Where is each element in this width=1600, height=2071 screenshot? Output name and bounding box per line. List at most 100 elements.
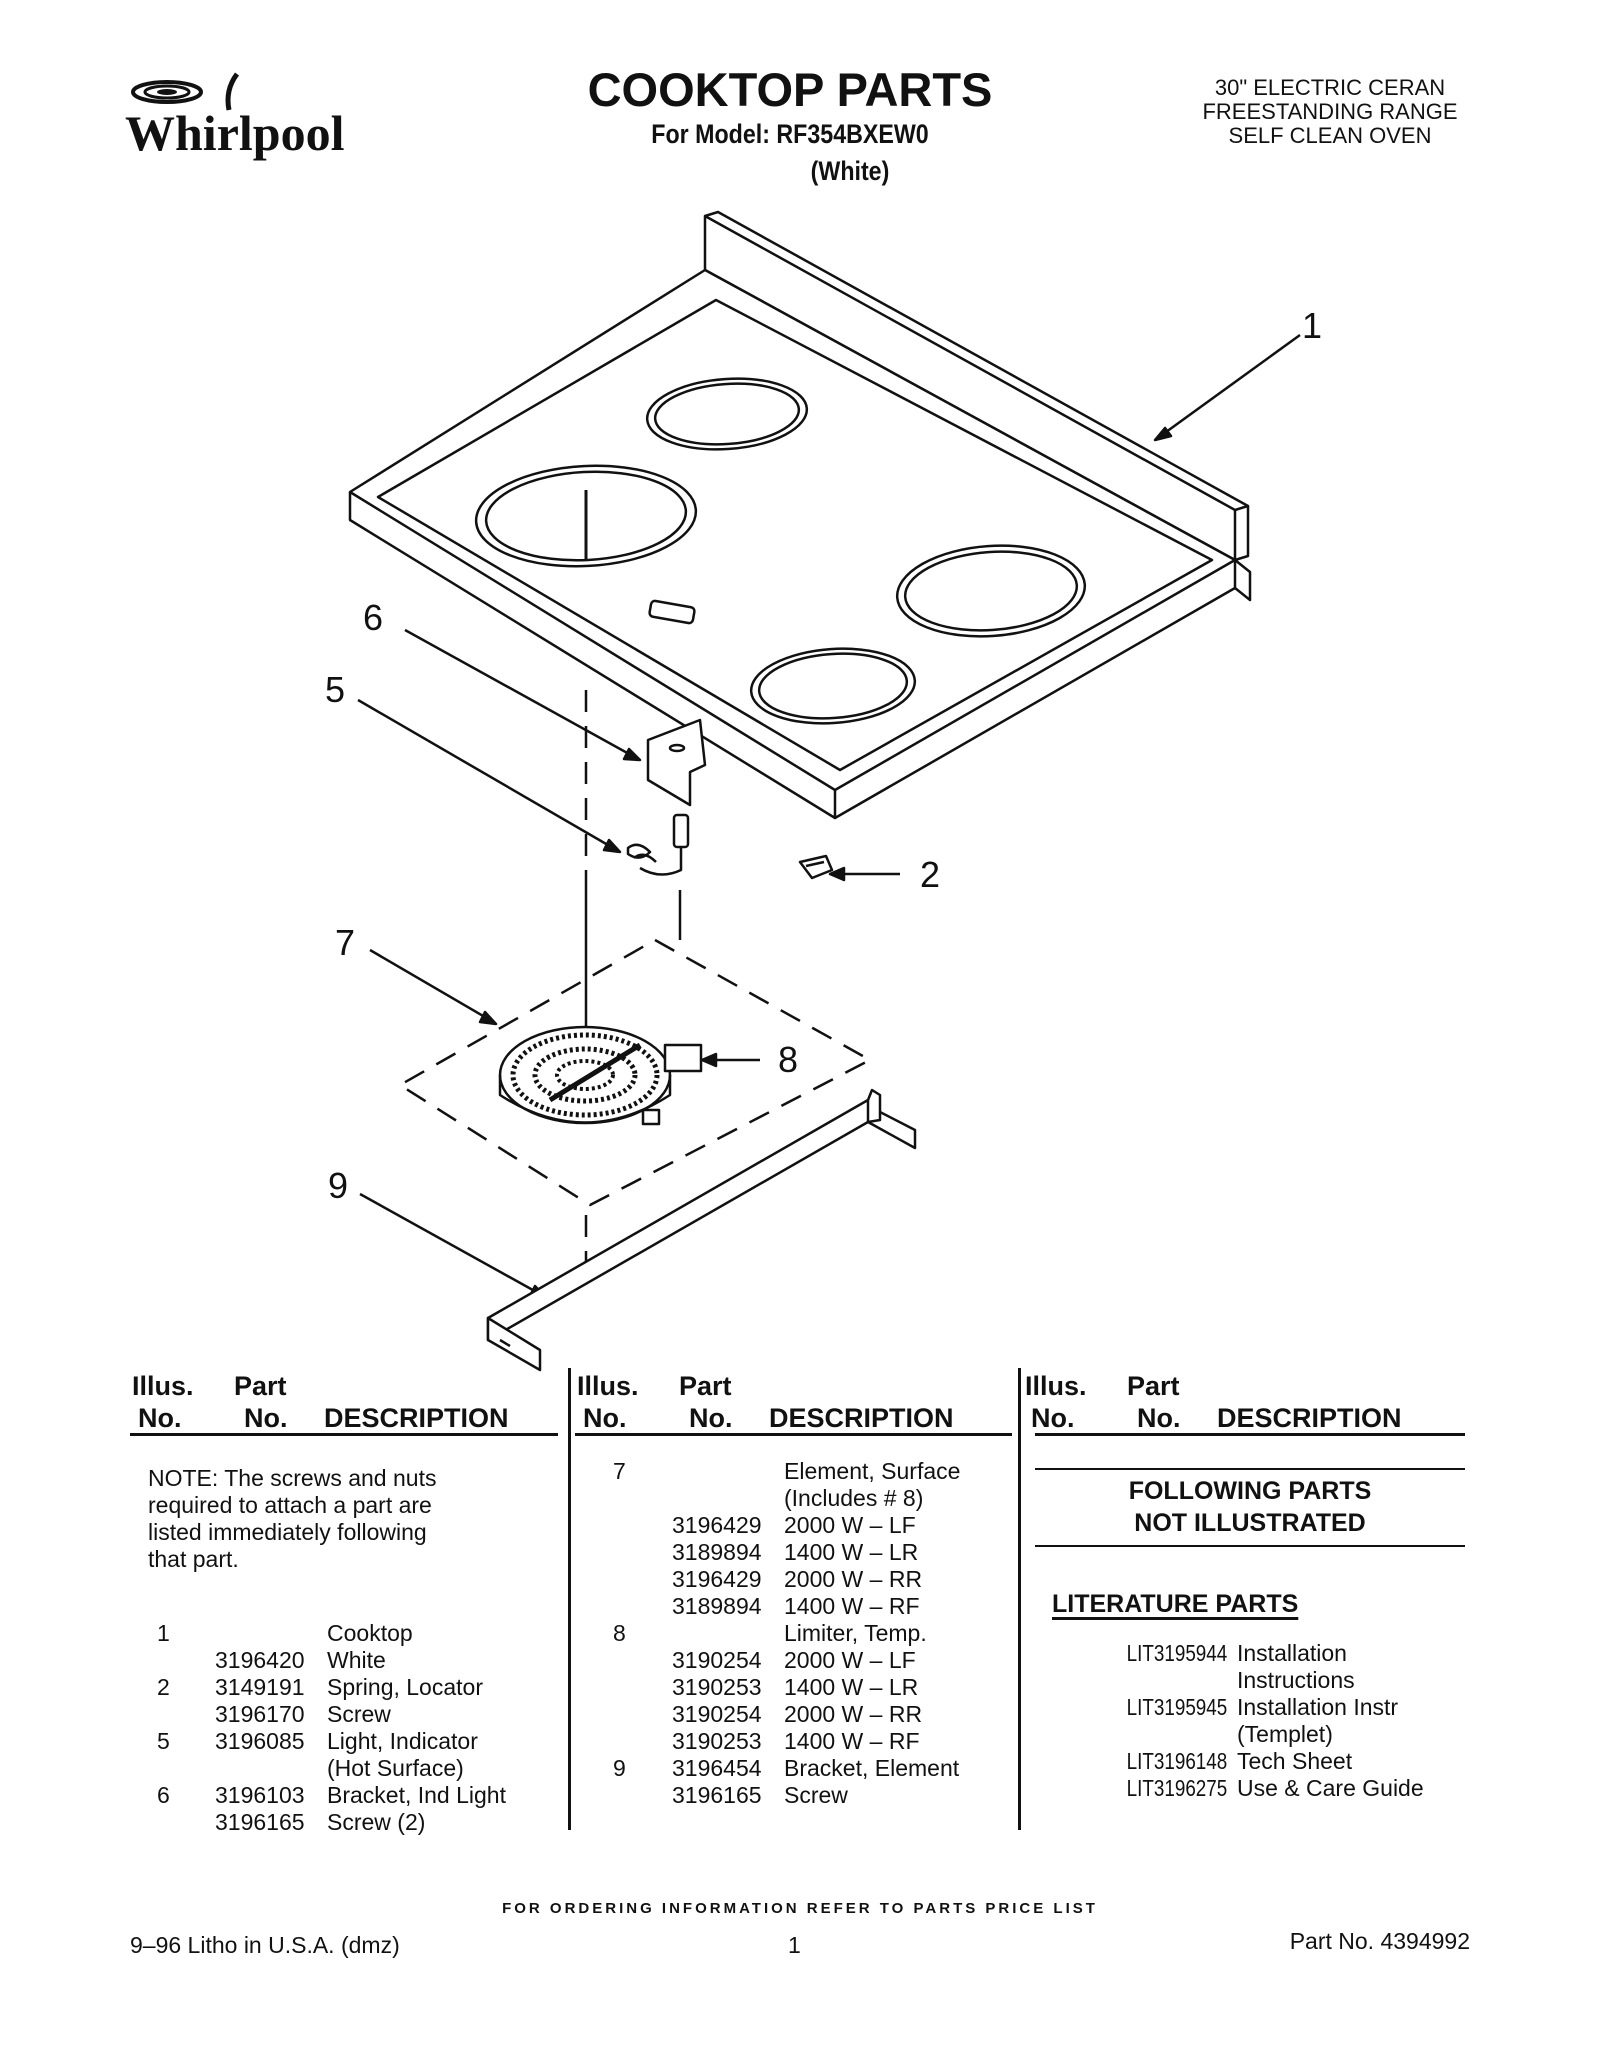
part-no: 3196420 xyxy=(215,1647,305,1673)
literature-row: (Templet) xyxy=(1105,1721,1424,1748)
callout-9: 9 xyxy=(328,1165,348,1206)
part-no: 3190253 xyxy=(672,1728,762,1754)
literature-part-no: LIT3195944 xyxy=(1126,1640,1228,1666)
description: 1400 W – LR xyxy=(784,1539,919,1565)
callout-8: 8 xyxy=(778,1039,798,1080)
header-illus-no: No. xyxy=(138,1403,182,1433)
header-description: DESCRIPTION xyxy=(1217,1403,1402,1433)
description: 2000 W – RR xyxy=(784,1566,923,1592)
literature-row: Instructions xyxy=(1105,1667,1424,1694)
header-description: DESCRIPTION xyxy=(769,1403,954,1433)
description: 2000 W – RR xyxy=(784,1701,923,1727)
header-illus: Illus. xyxy=(132,1371,194,1401)
literature-description: (Templet) xyxy=(1237,1721,1333,1747)
header-rule-2 xyxy=(575,1433,1012,1436)
part-no: 3190254 xyxy=(672,1647,762,1673)
part-no: 3196165 xyxy=(215,1809,305,1835)
callout-5: 5 xyxy=(325,669,345,710)
illus-no: 7 xyxy=(613,1458,626,1484)
description: Screw (2) xyxy=(327,1809,426,1835)
illus-no: 8 xyxy=(613,1620,626,1646)
description: (Hot Surface) xyxy=(327,1755,464,1781)
model-color: (White) xyxy=(810,156,890,186)
literature-description: Instructions xyxy=(1237,1667,1355,1693)
header-part-no: No. xyxy=(1137,1403,1181,1433)
column-divider-2 xyxy=(1018,1368,1021,1830)
literature-description: Tech Sheet xyxy=(1237,1748,1353,1774)
indicator-light xyxy=(626,813,690,876)
brand-wordmark: Whirlpool xyxy=(125,105,345,161)
range-line-1: 30" ELECTRIC CERAN xyxy=(1214,75,1446,100)
part-no: 3196165 xyxy=(672,1782,762,1808)
header-illus-no: No. xyxy=(1031,1403,1075,1433)
locator-spring xyxy=(798,854,834,880)
description: (Includes # 8) xyxy=(784,1485,924,1511)
callout-6: 6 xyxy=(363,597,383,638)
part-no: 3189894 xyxy=(672,1539,762,1565)
header-part: Part xyxy=(234,1371,287,1401)
exploded-parts-diagram: 1 2 5 6 7 8 9 xyxy=(325,210,1322,1372)
header-part: Part xyxy=(679,1371,732,1401)
indicator-light-bracket xyxy=(646,718,707,807)
description: White xyxy=(327,1647,386,1673)
part-no: 3190253 xyxy=(672,1674,762,1700)
range-description: 30" ELECTRIC CERAN FREESTANDING RANGE SE… xyxy=(1160,76,1500,148)
description: Cooktop xyxy=(327,1620,413,1646)
literature-part-no: LIT3196275 xyxy=(1126,1775,1228,1801)
header-illus-no: No. xyxy=(583,1403,627,1433)
header-part-no: No. xyxy=(244,1403,288,1433)
literature-description: Installation xyxy=(1237,1640,1347,1666)
part-no: 3149191 xyxy=(215,1674,305,1700)
callout-7: 7 xyxy=(335,922,355,963)
description: 1400 W – LR xyxy=(784,1674,919,1700)
not-illustrated-line-1: FOLLOWING PARTS xyxy=(1128,1477,1372,1505)
header-rule-1 xyxy=(130,1433,558,1436)
description: Limiter, Temp. xyxy=(784,1620,927,1646)
literature-part-no: LIT3195945 xyxy=(1126,1694,1228,1720)
literature-row: LIT3195945 Installation Instr xyxy=(1105,1694,1424,1721)
callout-1: 1 xyxy=(1302,305,1322,346)
header-illus: Illus. xyxy=(577,1371,639,1401)
part-no: 3189894 xyxy=(672,1593,762,1619)
literature-description: Installation Instr xyxy=(1237,1694,1399,1720)
part-no: 3196429 xyxy=(672,1512,762,1538)
model-number: For Model: RF354BXEW0 xyxy=(651,119,929,149)
column-divider-1 xyxy=(568,1368,571,1830)
not-illustrated-heading: FOLLOWING PARTS NOT ILLUSTRATED xyxy=(1035,1475,1465,1539)
literature-row: LIT3196275 Use & Care Guide xyxy=(1105,1775,1424,1802)
header-rule-3 xyxy=(1035,1433,1465,1436)
not-illustrated-line-2: NOT ILLUSTRATED xyxy=(1134,1509,1366,1537)
description: 2000 W – LF xyxy=(784,1512,916,1538)
callout-2: 2 xyxy=(920,854,940,895)
part-no: 3196454 xyxy=(672,1755,762,1781)
part-no: 3196429 xyxy=(672,1566,762,1592)
note-line: required to attach a part are xyxy=(148,1492,432,1518)
surface-element xyxy=(498,1025,703,1126)
part-no: 3196170 xyxy=(215,1701,305,1727)
description: 1400 W – RF xyxy=(784,1728,920,1754)
element-bracket xyxy=(486,1088,917,1372)
literature-description: Use & Care Guide xyxy=(1237,1775,1424,1801)
note-line: NOTE: The screws and nuts xyxy=(148,1465,437,1491)
note-line: listed immediately following xyxy=(148,1519,427,1545)
header-part-no: No. xyxy=(689,1403,733,1433)
description: Spring, Locator xyxy=(327,1674,483,1700)
literature-heading: LITERATURE PARTS xyxy=(1052,1590,1299,1618)
description: 2000 W – LF xyxy=(784,1647,916,1673)
range-line-3: SELF CLEAN OVEN xyxy=(1228,123,1432,148)
cooktop-part xyxy=(348,210,1252,820)
header-description: DESCRIPTION xyxy=(324,1403,509,1433)
description: Screw xyxy=(784,1782,848,1808)
description: Screw xyxy=(327,1701,391,1727)
description: Bracket, Element xyxy=(784,1755,960,1781)
note-line: that part. xyxy=(148,1546,239,1572)
illus-no: 2 xyxy=(157,1674,170,1700)
range-line-2: FREESTANDING RANGE xyxy=(1202,99,1458,124)
literature-row: LIT3195944 Installation xyxy=(1105,1640,1424,1667)
header-illus: Illus. xyxy=(1025,1371,1087,1401)
not-illustrated-rule-top xyxy=(1035,1468,1465,1470)
whirlpool-logo: Whirlpool xyxy=(125,72,345,161)
illus-no: 9 xyxy=(613,1755,626,1781)
